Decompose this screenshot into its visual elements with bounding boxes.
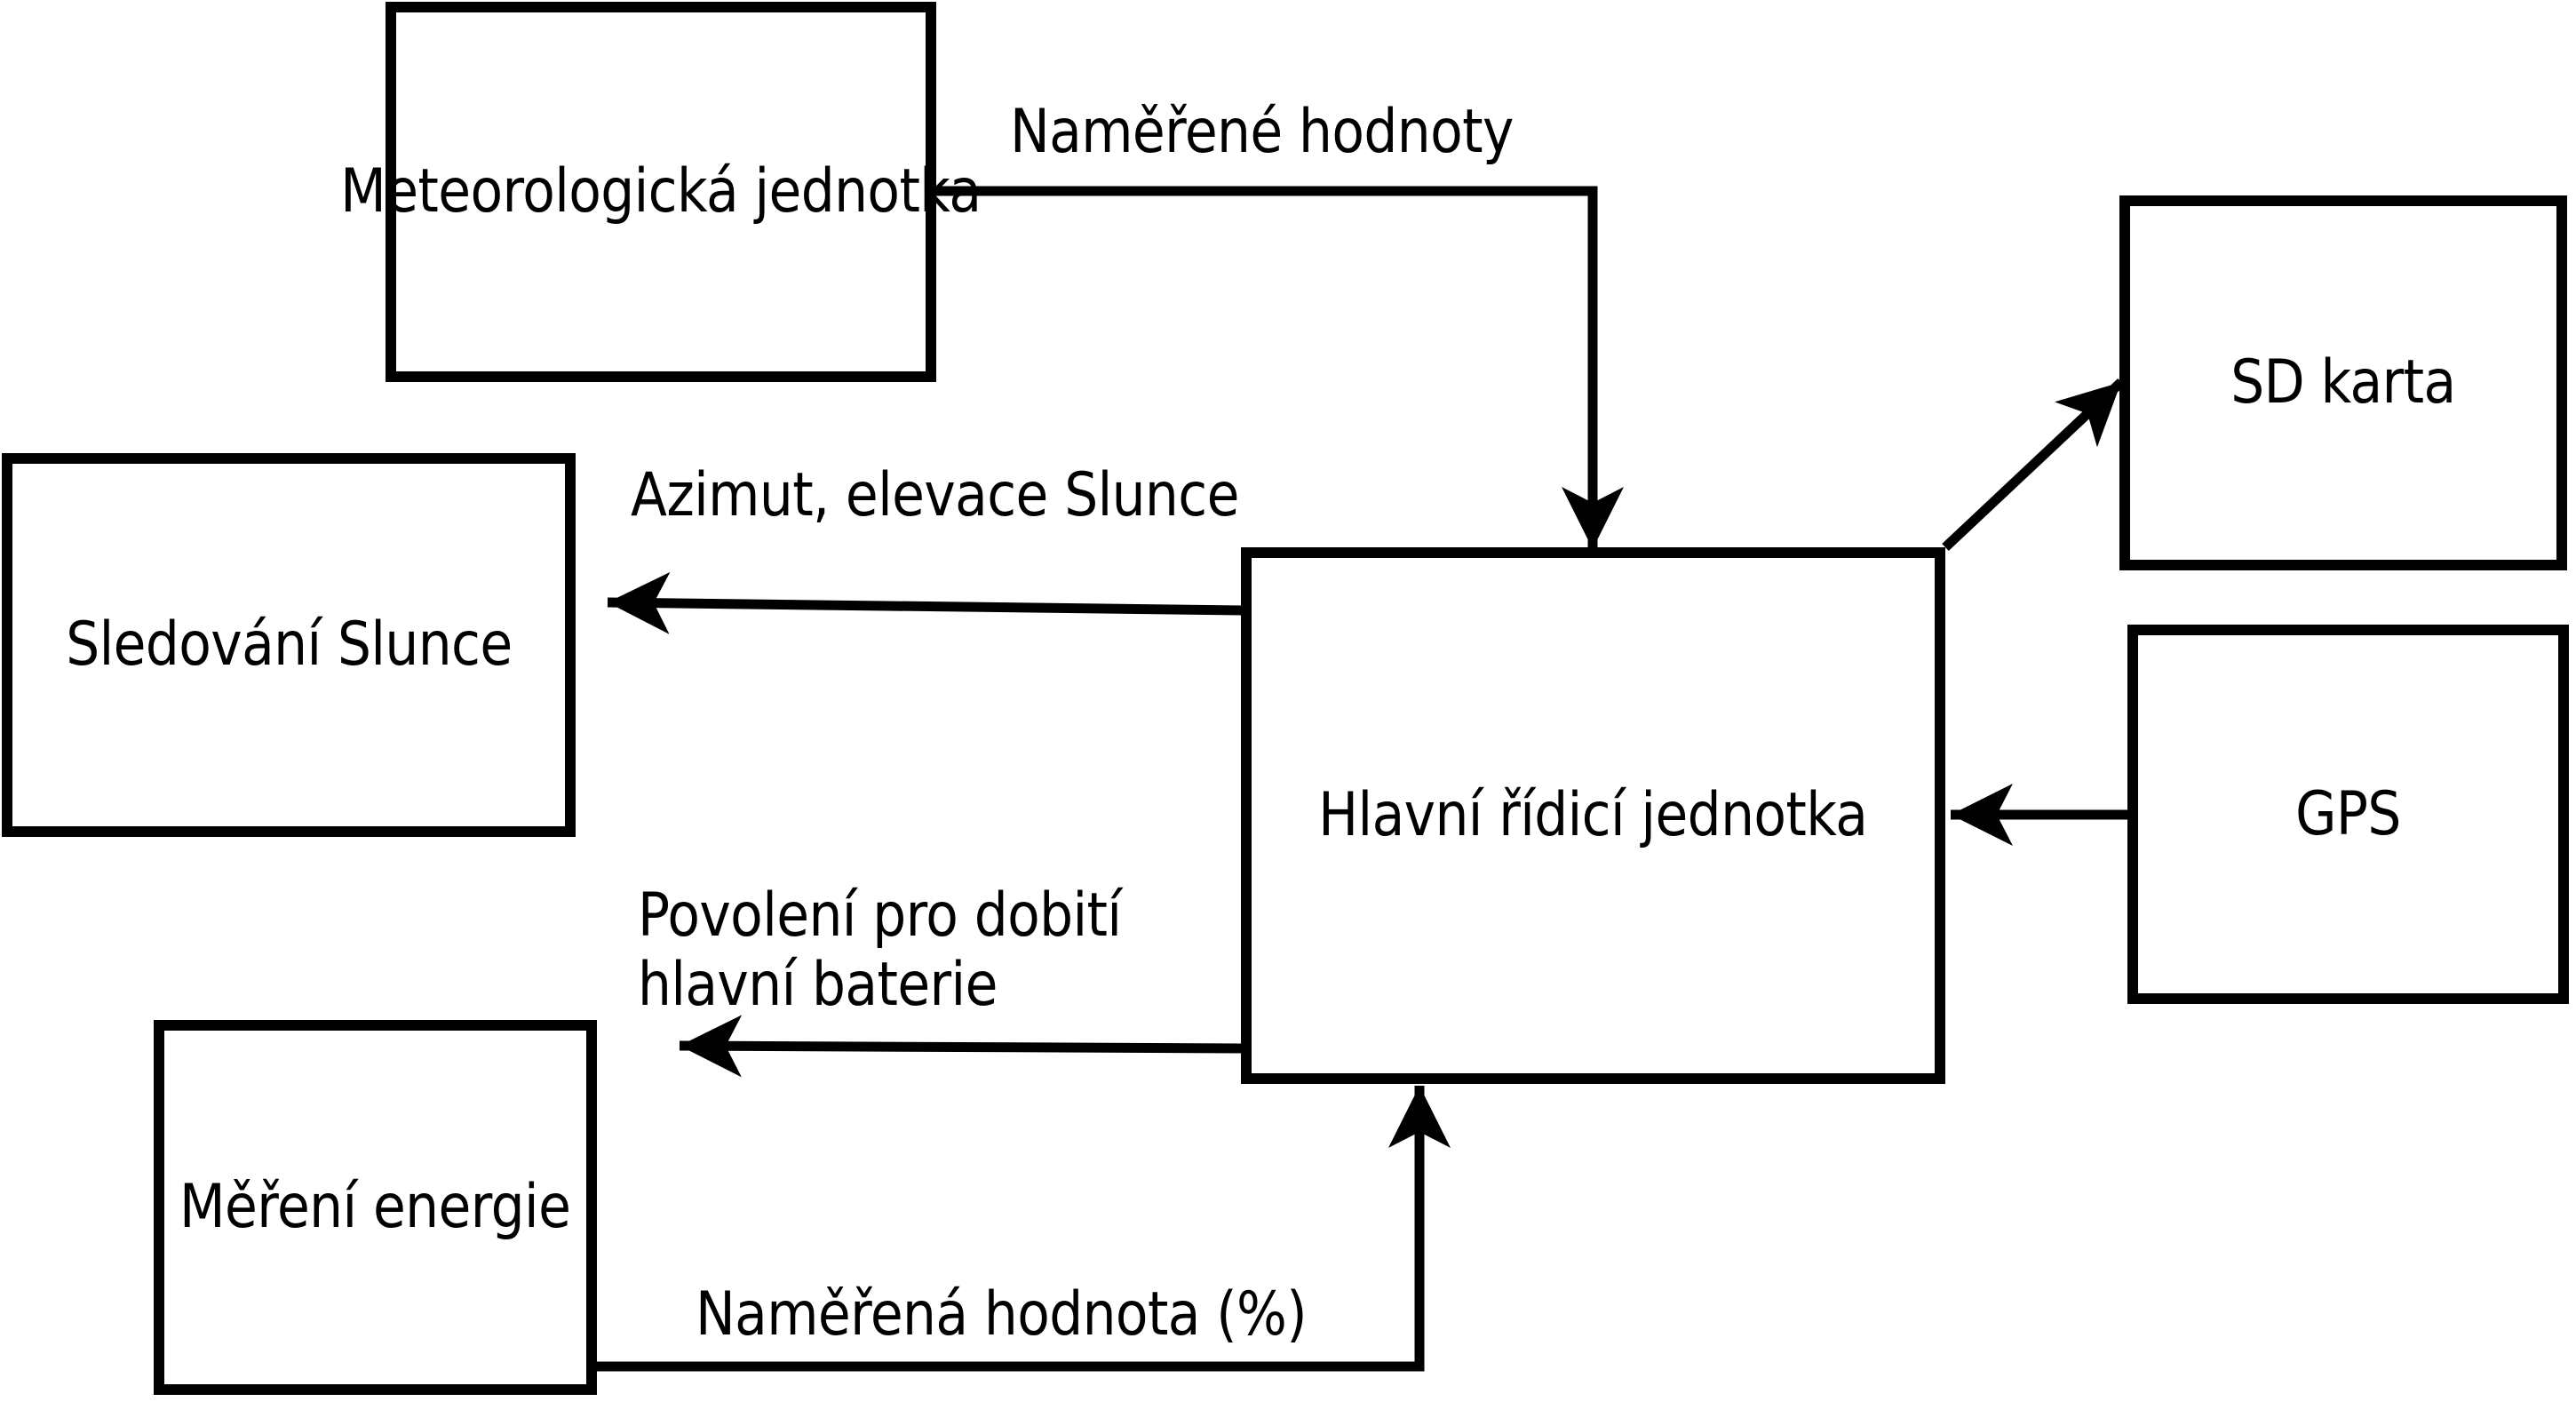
- box-main-control-unit-label: Hlavní řídicí jednotka: [1318, 780, 1868, 851]
- box-sun-tracking-label-line2: Slunce: [337, 609, 513, 681]
- box-sun-tracking: Sledování Slunce: [2, 453, 576, 837]
- box-sd-card-label: SD karta: [2230, 347, 2456, 418]
- label-measured-percent: Naměřená hodnota (%): [696, 1279, 1308, 1350]
- label-azimuth-elevation: Azimut, elevace Slunce: [631, 460, 1239, 530]
- box-sun-tracking-label-line1: Sledování: [65, 609, 322, 681]
- label-charge-permission-line1: Povolení pro dobití: [638, 880, 1122, 951]
- arrow-to-sd-card: [1942, 378, 2125, 552]
- label-charge-permission-line2: hlavní baterie: [638, 950, 998, 1021]
- arrow-measured-values: [933, 186, 1624, 549]
- label-measured-values: Naměřené hodnoty: [1010, 97, 1514, 167]
- arrow-azimuth-elevation: [607, 571, 1244, 634]
- box-meteorological-unit-label-line1: Meteorologická: [340, 156, 739, 227]
- arrow-measured-percent: [595, 1086, 1451, 1372]
- box-gps-label: GPS: [2295, 778, 2401, 849]
- arrow-charge-permission: [679, 1015, 1244, 1078]
- box-energy-measurement-label-line1: Měření: [179, 1172, 357, 1243]
- label-charge-permission: Povolení pro dobití hlavní baterie: [638, 880, 1122, 1021]
- box-meteorological-unit-label-line2: jednotka: [754, 156, 982, 227]
- box-sd-card: SD karta: [2119, 195, 2567, 570]
- box-energy-measurement-label-line2: energie: [373, 1172, 571, 1243]
- box-meteorological-unit: Meteorologická jednotka: [340, 2, 982, 382]
- box-gps: GPS: [2127, 625, 2569, 1004]
- box-main-control-unit: Hlavní řídicí jednotka: [1241, 547, 1945, 1084]
- box-energy-measurement: Měření energie: [154, 1020, 597, 1395]
